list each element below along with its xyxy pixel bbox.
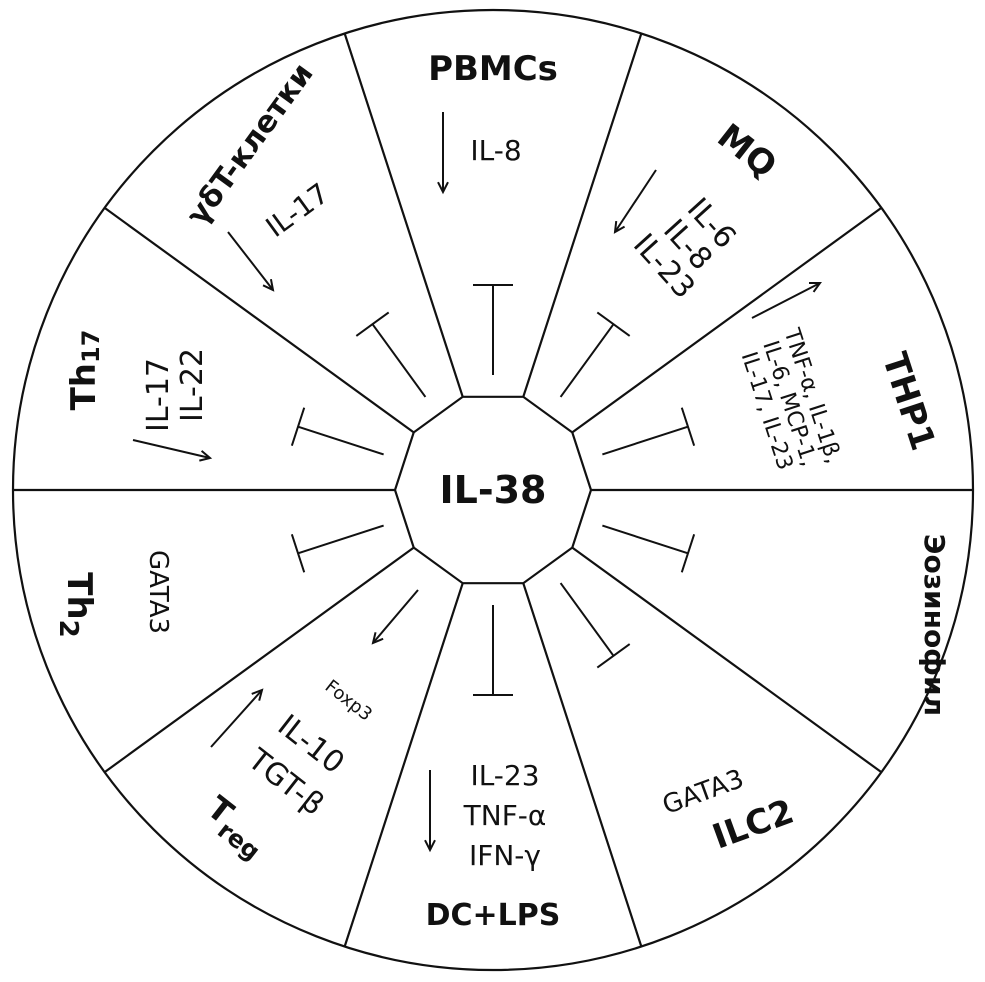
eos-title: Эозинофил xyxy=(918,534,951,716)
th17-title-sub: 17 xyxy=(77,330,105,363)
mq-down-arrow-head xyxy=(613,220,626,234)
inhibition-bar xyxy=(596,643,631,669)
inhibition-bar xyxy=(680,407,696,446)
th17-up-arrow-head xyxy=(199,450,213,462)
dc-cytokine: TNF-α xyxy=(463,799,547,832)
sector-divider xyxy=(343,33,464,398)
gdt-cytokine: IL-17 xyxy=(260,177,335,244)
inhibition-stem xyxy=(602,524,689,555)
th17-up-arrow xyxy=(132,439,211,459)
treg-effect-arrow-head xyxy=(371,632,384,645)
center-decagon xyxy=(393,395,593,585)
inhibition-bar xyxy=(355,311,390,337)
thp1-title: THP1 xyxy=(874,348,943,456)
sector-divider xyxy=(522,33,643,398)
th17-cytokine: IL-22 xyxy=(175,348,210,422)
pbmc-down-arrow-head xyxy=(437,181,449,195)
sector-divider xyxy=(522,582,643,947)
inhibition-stem xyxy=(297,524,384,555)
center-label: IL-38 xyxy=(439,468,546,512)
pbmc-title: PBMCs xyxy=(428,49,558,89)
dc-title: DC+LPS xyxy=(426,898,561,933)
mq-down-arrow xyxy=(614,169,657,233)
sector-divider xyxy=(104,206,415,434)
th17-cytokine: IL-17 xyxy=(141,358,176,432)
thp1-up-arrow-head xyxy=(808,281,822,293)
inhibition-bar xyxy=(596,311,631,337)
th2-title-main: Th xyxy=(59,572,99,619)
th2-title-sub: 2 xyxy=(53,620,83,638)
dc-cytokine: IL-23 xyxy=(470,759,539,792)
treg-marker: Foxp3 xyxy=(321,676,376,726)
dc-down-arrow-head xyxy=(424,839,436,853)
thp1-up-arrow xyxy=(751,282,821,319)
treg-title: Treg xyxy=(195,788,276,866)
inhibition-bar xyxy=(680,534,696,573)
treg-up-arrow-head xyxy=(251,688,264,701)
inhibition-stem xyxy=(559,582,615,657)
treg-up-arrow xyxy=(210,689,263,748)
inhibition-bar xyxy=(290,407,306,446)
mq-cytokines: IL-6 IL-8 IL-23 xyxy=(626,191,743,305)
sector-divider xyxy=(343,582,464,947)
th17-title-main: Th xyxy=(64,363,104,410)
inhibition-bar xyxy=(290,534,306,573)
mq-title: MQ xyxy=(710,116,784,186)
sector-divider xyxy=(104,546,415,774)
thp1-cytokines: TNF-α, IL-1β, IL-6, MCP-1, IL-17, IL-23 xyxy=(736,325,846,474)
inhibition-stem xyxy=(371,323,427,398)
sector-divider xyxy=(571,546,882,774)
gdt-down-arrow-head xyxy=(262,279,275,292)
inhibition-stem xyxy=(297,425,384,456)
pbmc-cytokine: IL-8 xyxy=(470,134,521,167)
sector-divider xyxy=(571,206,882,434)
th2-marker: GATA3 xyxy=(143,550,173,634)
inhibition-stem xyxy=(559,323,615,398)
dc-cytokine: IFN-γ xyxy=(469,839,541,872)
inhibition-stem xyxy=(602,425,689,456)
th2-title: Th2 xyxy=(53,572,99,638)
gdt-down-arrow xyxy=(227,231,274,291)
treg-effect-arrow xyxy=(372,589,419,644)
th17-title: Th17 xyxy=(64,330,105,411)
